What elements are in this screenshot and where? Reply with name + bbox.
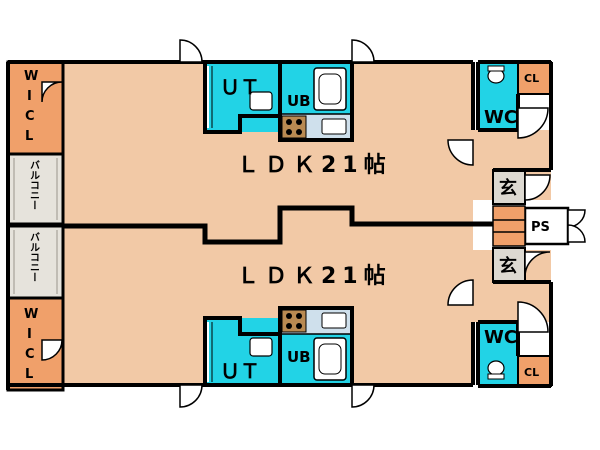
sink-upper xyxy=(321,118,347,135)
door-swing-bottom-left xyxy=(179,384,203,408)
party-wall xyxy=(63,205,493,245)
sink-lower xyxy=(321,312,347,329)
ub-label-upper: UB xyxy=(287,92,311,110)
ut-label-lower: ＵＴ xyxy=(220,359,260,383)
balcony-lower xyxy=(6,224,65,300)
wc-label-lower: WC xyxy=(484,327,517,348)
stove-upper xyxy=(281,115,307,139)
ldk-door-upper xyxy=(447,139,474,166)
wic-label-upper-2: I xyxy=(27,89,32,104)
cl-label-upper: CL xyxy=(524,72,539,85)
ub-label-lower: UB xyxy=(287,348,311,366)
ut-label-upper: ＵＴ xyxy=(220,75,260,99)
ldk-door-lower xyxy=(447,279,474,306)
wic-label-upper-4: L xyxy=(25,129,33,144)
pipe-strip xyxy=(492,205,526,247)
wic-label-lower-3: C xyxy=(25,347,35,362)
wic-upper xyxy=(6,60,65,156)
wic-label-upper-1: W xyxy=(24,69,38,84)
entrance-lower xyxy=(492,247,526,283)
ps-door-2 xyxy=(567,224,586,243)
toilet-lower xyxy=(487,360,505,376)
wic-label-lower-1: W xyxy=(24,307,38,322)
entrance-label-lower: 玄 xyxy=(499,255,517,277)
washbasin-lower xyxy=(249,337,273,357)
door-swing-top-left xyxy=(179,39,203,63)
balcony-label-upper: バルコニー xyxy=(28,160,40,210)
stove-lower xyxy=(281,309,307,333)
balcony-label-lower: バルコニー xyxy=(28,232,40,282)
door-swing-bottom-right xyxy=(351,384,375,408)
entrance-door-lower xyxy=(524,251,551,278)
bathtub-lower xyxy=(313,337,347,381)
cl-upper xyxy=(517,61,552,95)
balcony-upper xyxy=(6,152,65,226)
ldk-label-lower: ＬＤＫ21帖 xyxy=(237,264,392,289)
washbasin-upper xyxy=(249,91,273,111)
wc-door-lower xyxy=(517,301,549,333)
wic-door-upper xyxy=(41,81,63,103)
door-swing-top-right xyxy=(351,39,375,63)
ps-label: PS xyxy=(531,220,550,235)
wic-label-lower-2: I xyxy=(27,327,32,342)
cl-label-lower: CL xyxy=(524,366,539,379)
wc-label-upper: WC xyxy=(484,107,517,128)
wic-label-upper-3: C xyxy=(25,109,35,124)
bathtub-upper xyxy=(313,67,347,111)
wc-door-upper xyxy=(517,107,549,139)
entrance-door-upper xyxy=(524,174,551,201)
wic-label-lower-4: L xyxy=(25,367,33,382)
entrance-label-upper: 玄 xyxy=(499,177,517,199)
ldk-label-upper: ＬＤＫ21帖 xyxy=(237,153,392,178)
wic-door-lower xyxy=(41,339,63,361)
